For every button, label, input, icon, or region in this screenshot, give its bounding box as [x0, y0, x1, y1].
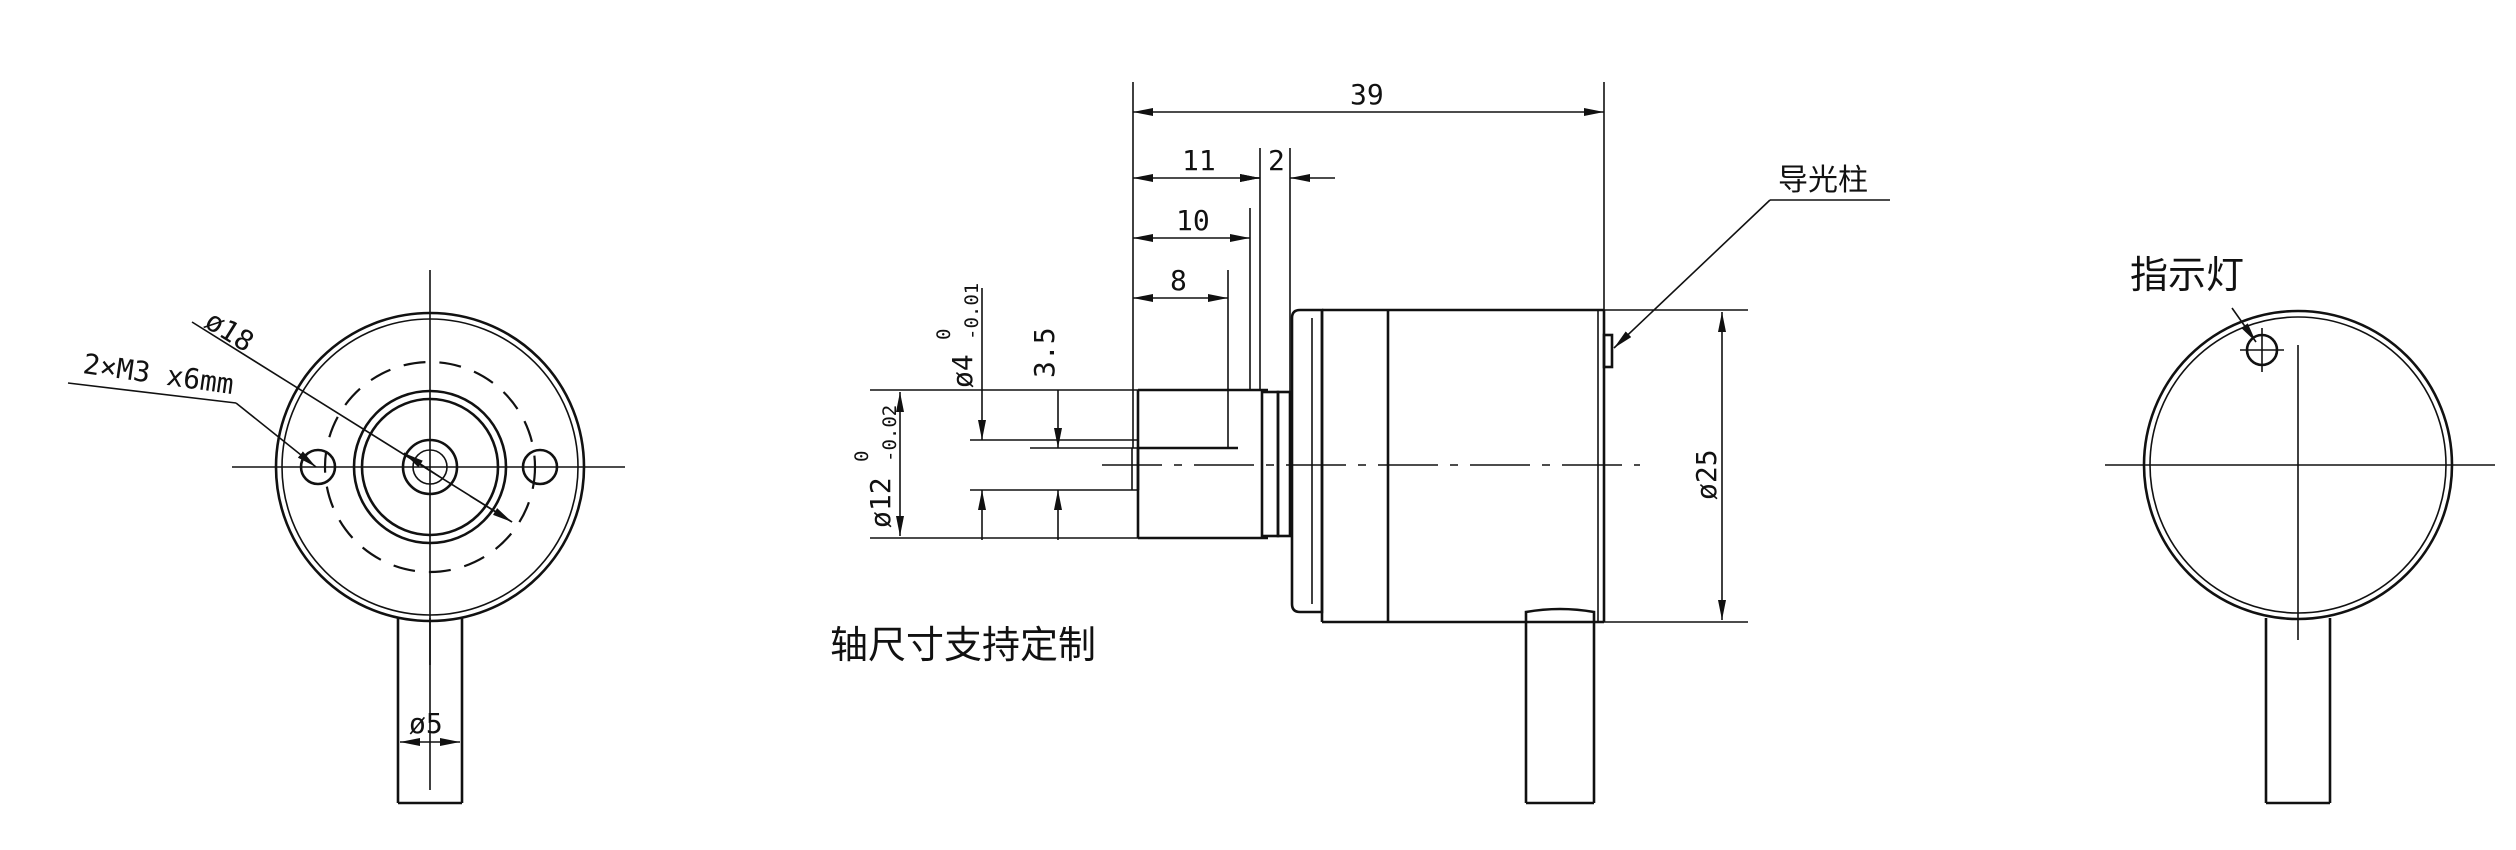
- front-label-d18: ø18: [199, 304, 259, 359]
- side-callout-light-guide: 导光柱: [1778, 163, 1868, 198]
- side-label-d12-lower: -0.02: [879, 405, 901, 462]
- rear-callout-indicator-leader: [2231, 307, 2257, 343]
- front-leader-d18: [191, 321, 513, 523]
- side-label-d25: ø25: [1690, 449, 1723, 500]
- side-flange-plate1: [1260, 390, 1280, 538]
- front-leader-holes-arrow: [235, 402, 317, 468]
- side-label-d12-upper: 0: [851, 451, 873, 462]
- rear-callout-indicator: 指示灯: [2130, 253, 2244, 297]
- side-label-d4: ø4: [946, 354, 979, 388]
- side-label-d4-lower: -0.01: [961, 283, 983, 340]
- front-leader-d18-arrow1: [403, 452, 441, 478]
- front-leader-d18-arrow2: [469, 495, 513, 523]
- side-label-d4-upper: 0: [933, 329, 955, 340]
- front-leader-holes: [67, 382, 237, 404]
- side-light-guide: [1602, 333, 1614, 369]
- side-label-39: 39: [1350, 78, 1384, 111]
- front-view: ø5 ø18 2×M3 x6mm: [67, 270, 625, 805]
- side-label-2: 2: [1268, 144, 1285, 177]
- side-cable-boot: [1524, 607, 1596, 622]
- side-label-8: 8: [1170, 264, 1187, 297]
- side-label-3-5: 3.5: [1028, 327, 1061, 378]
- side-note-custom-shaft: 轴尺寸支持定制: [830, 623, 1096, 667]
- rear-view: 指示灯: [2105, 253, 2495, 805]
- side-view: 39 11 2 10 8 ø12 0 -0.02 ø4 0 -0.01 3.5: [830, 78, 1890, 805]
- side-callout-light-guide-leader: [1613, 199, 1771, 349]
- side-flange-plate2: [1276, 390, 1292, 538]
- side-body-front-collar: [1290, 308, 1324, 614]
- side-label-11: 11: [1182, 144, 1216, 177]
- front-label-d5: ø5: [409, 707, 443, 740]
- side-label-d12: ø12: [864, 477, 897, 528]
- side-label-10: 10: [1176, 204, 1210, 237]
